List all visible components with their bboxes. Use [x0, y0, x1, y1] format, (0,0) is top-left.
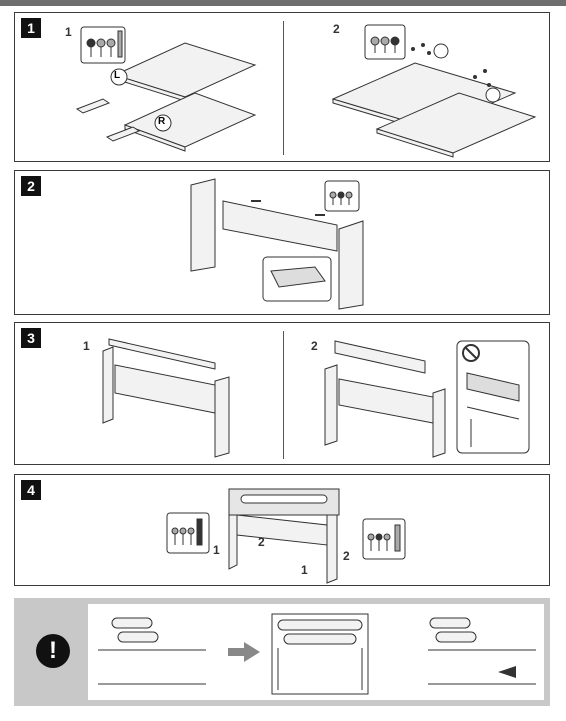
frame-back — [115, 365, 215, 413]
side-board-left — [115, 43, 255, 97]
step-1-illustration — [15, 13, 551, 163]
back-panel — [223, 201, 337, 251]
side-board-right — [125, 93, 255, 147]
exclamation-icon: ! — [36, 634, 70, 668]
arrow-right-icon — [228, 642, 260, 662]
notice-content — [88, 604, 544, 700]
top-bar — [0, 0, 566, 6]
top-board — [109, 339, 215, 369]
step-3-panel: 3 1 2 — [14, 322, 550, 465]
frame-left — [103, 347, 113, 423]
step-4-callout-1a: 1 — [213, 543, 220, 557]
callout-L: L — [114, 70, 120, 81]
step-4-panel: 4 2 1 2 1 — [14, 474, 550, 586]
step-1-panel: 1 1 2 — [14, 12, 550, 162]
step-3-illustration — [15, 323, 551, 466]
step-4-callout-2b: 2 — [343, 549, 350, 563]
step-4-callout-2a: 2 — [258, 535, 265, 549]
left-side-panel — [191, 179, 215, 271]
callout-R: R — [158, 116, 165, 127]
step-2-illustration — [15, 171, 551, 316]
foot-right — [107, 127, 139, 141]
step-2-panel: 2 — [14, 170, 550, 315]
right-side-panel — [339, 221, 363, 309]
foot-left — [77, 99, 109, 113]
keyboard — [335, 341, 425, 373]
notice-panel: ! — [14, 598, 550, 706]
frame-right — [215, 377, 229, 457]
notice-illustration — [88, 604, 544, 700]
step-4-illustration — [15, 475, 551, 587]
step-4-callout-1b: 1 — [301, 563, 308, 577]
